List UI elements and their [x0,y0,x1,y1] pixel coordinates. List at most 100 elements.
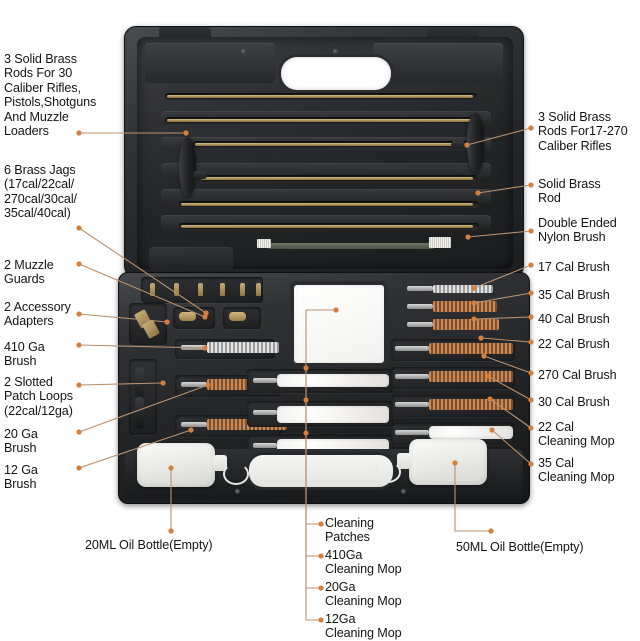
jag-35cal [174,283,179,296]
mop-stem [395,430,429,435]
label-22-cal-cleaning-mop: 22 Cal Cleaning Mop [538,420,615,449]
lid-screw-left [241,49,246,54]
brass-rod-6 [181,225,473,228]
cleaning-mop-410ga [253,374,391,387]
cleaning-mop-20ga [253,406,391,423]
nylon-brush-handle [267,243,435,249]
label-brass-jags: 6 Brass Jags (17cal/22cal/ 270cal/30cal/… [4,163,77,221]
mop-stem [253,443,277,448]
leader-dot [318,521,324,527]
jag-cap-4 [219,279,226,284]
label-40-cal-brush: 40 Cal Brush [538,312,610,326]
leader-dot [76,342,82,348]
bore-brush-35cal [407,301,497,312]
bore-brush-17cal [407,283,493,294]
product-photo [118,8,530,508]
brush-stem [395,346,429,351]
muzzle-guard-2 [229,312,246,321]
brush-stem [407,304,433,309]
t-handle-left-neck [193,171,207,179]
label-30-cal-brush: 30 Cal Brush [538,395,610,409]
label-cleaning-patches: Cleaning Patches [325,516,374,545]
label-270-cal-brush: 270 Cal Brush [538,368,617,382]
bore-brush-270cal [395,371,513,382]
cleaning-patches-stack [294,285,384,363]
brush-bristles [429,399,513,410]
case-handle-cutout [281,57,391,90]
slotted-patch-loop-12ga [135,397,144,429]
leader-dot [76,225,82,231]
brush-stem [395,374,429,379]
lid-recess-left [145,43,275,83]
brush-stem [181,422,207,427]
lid-rib-4 [161,189,491,203]
tray-front-grip [249,455,393,487]
label-50ml-oil-bottle: 50ML Oil Bottle(Empty) [456,540,584,554]
label-brass-rods-30cal: 3 Solid Brass Rods For 30 Caliber Rifles… [4,52,97,139]
case-lid [124,26,524,278]
mop-head [277,406,389,423]
brush-bristles [433,285,493,293]
t-handle-right [467,113,484,173]
oil-bottle-20ml-tube [223,463,249,485]
label-35-cal-brush: 35 Cal Brush [538,288,610,302]
leader-dot [488,528,494,534]
jag-cap-5 [239,279,246,284]
jag-22cal [240,283,245,296]
label-slotted-patch-loops: 2 Slotted Patch Loops (22cal/12ga) [4,375,73,418]
leader-dot [318,585,324,591]
jag-cap-6 [255,279,262,284]
case-tray [118,272,530,504]
mop-stem [253,410,277,415]
tray-screw-left [235,489,240,494]
brush-bristles [429,343,513,354]
jag-40cal [150,283,155,296]
label-brass-rods-17-270: 3 Solid Brass Rods For17-270 Caliber Rif… [538,110,628,153]
leader-dot [76,261,82,267]
jag-30cal [198,283,203,296]
oil-bottle-20ml [137,443,215,487]
leader-dot [76,311,82,317]
brush-stem [407,286,433,291]
mop-head [429,426,513,439]
mop-head [277,374,389,387]
label-20ga-cleaning-mop: 20Ga Cleaning Mop [325,580,402,609]
jag-17cal [256,283,261,296]
oil-bottle-50ml-tube [375,461,401,483]
brush-stem [395,402,429,407]
label-12ga-brush: 12 Ga Brush [4,463,38,492]
mop-stem [253,378,277,383]
label-35-cal-cleaning-mop: 35 Cal Cleaning Mop [538,456,615,485]
label-20ml-oil-bottle: 20ML Oil Bottle(Empty) [85,538,213,552]
label-accessory-adapters: 2 Accessory Adapters [4,300,71,329]
label-410ga-brush: 410 Ga Brush [4,340,45,369]
lid-rib-3 [161,163,491,177]
leader-dot [168,528,174,534]
jag-270cal [220,283,225,296]
brush-stem [181,382,207,387]
leader-dot [76,429,82,435]
brush-bristles [433,301,497,312]
brush-bristles [433,319,499,330]
nylon-brush-bristles-right [429,237,451,248]
cleaning-mop-22cal [395,426,513,439]
nylon-brush-bristles-left [257,239,271,248]
t-handle-left [179,137,196,197]
shotgun-brush-410ga [181,342,279,353]
lid-bottom-recess [149,247,233,271]
label-double-ended-nylon-brush: Double Ended Nylon Brush [538,216,617,245]
label-20ga-brush: 20 Ga Brush [4,427,38,456]
lid-interior [137,37,513,271]
label-17-cal-brush: 17 Cal Brush [538,260,610,274]
brass-rod-3 [195,143,471,146]
brass-rod-4 [201,177,473,180]
leader-dot [76,382,82,388]
oil-bottle-20ml-neck [213,455,227,471]
muzzle-guard-1 [179,312,196,321]
bore-brush-22cal [395,343,513,354]
leader-dot [318,553,324,559]
brass-rod-1 [167,95,473,98]
label-solid-brass-rod: Solid Brass Rod [538,177,601,206]
label-22-cal-brush: 22 Cal Brush [538,337,610,351]
